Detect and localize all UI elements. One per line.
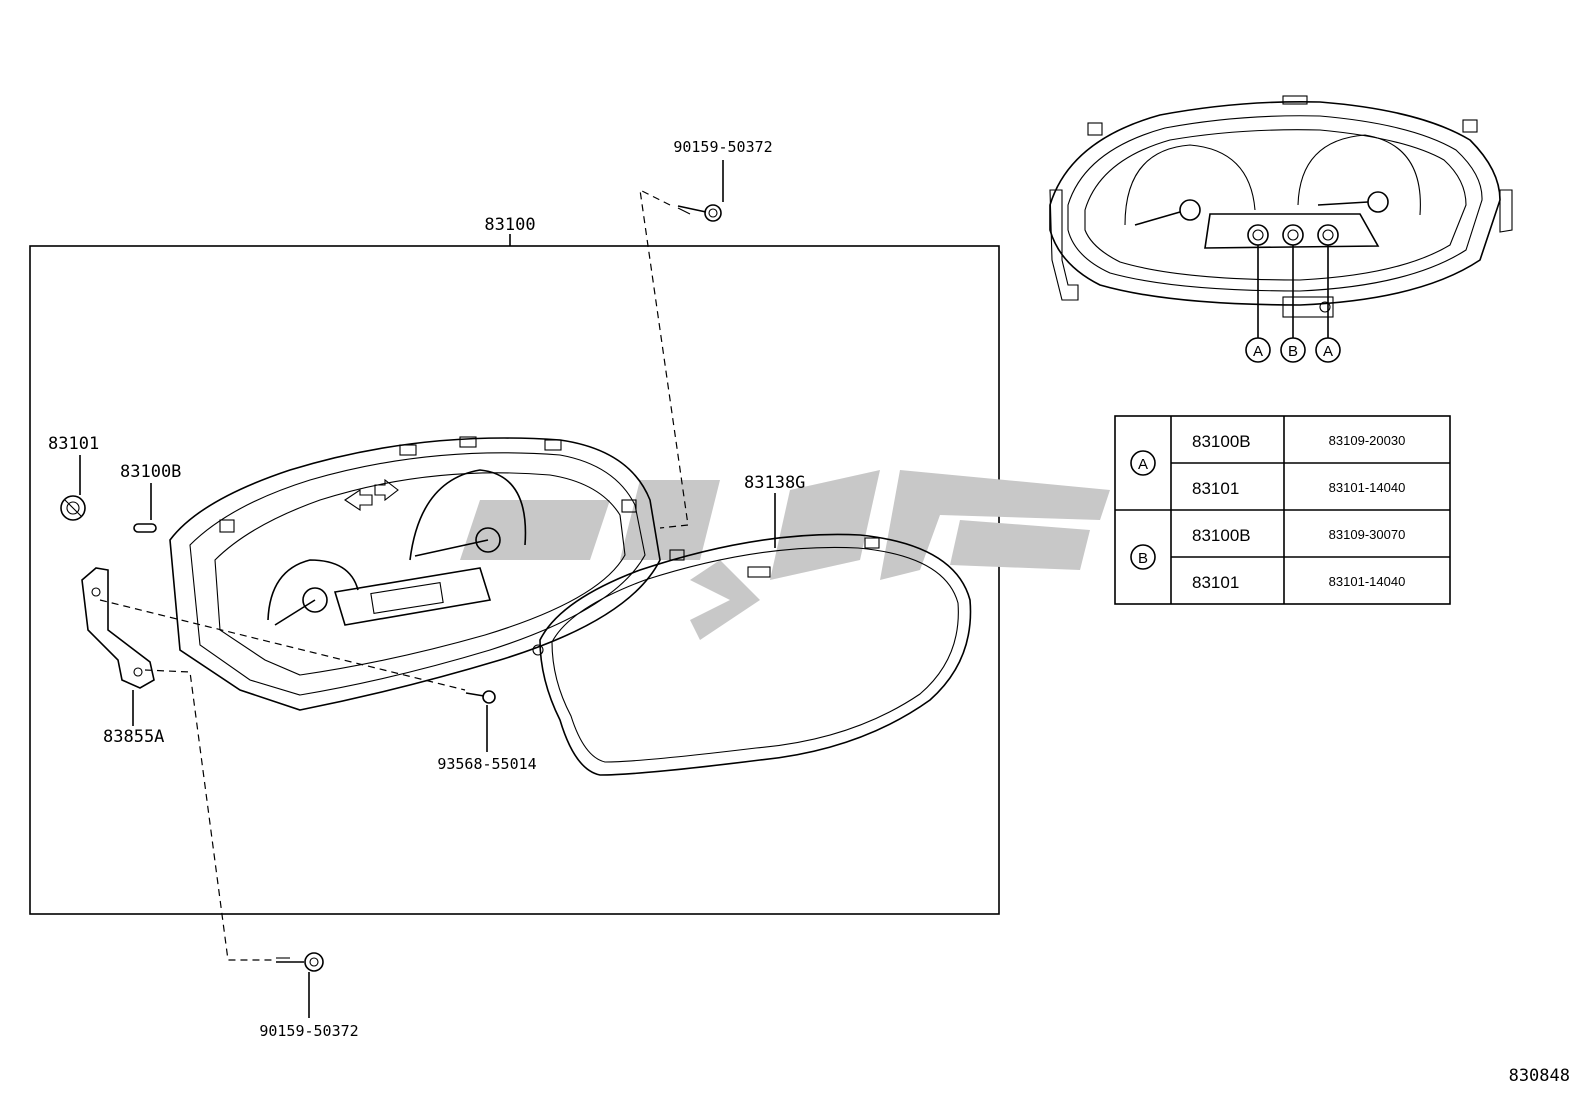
screw-bottom-icon [276, 952, 324, 972]
assembly-box [29, 245, 1000, 915]
screw-bottom-label: 90159-50372 [259, 1022, 358, 1040]
table-marker-a: A [1138, 456, 1148, 473]
table-marker-circle-b [1130, 544, 1156, 570]
assembly-box-label: 83100 [484, 215, 535, 235]
bracket-icon [81, 567, 155, 689]
bracket-label: 83855A [103, 727, 164, 747]
screw-top-icon [677, 204, 722, 222]
table-number-b2: 83101-14040 [1329, 574, 1406, 589]
table-marker-circle-a [1130, 450, 1156, 476]
screw-top-label: 90159-50372 [673, 138, 772, 156]
lens-label: 83138G [744, 473, 805, 493]
bulb-socket-label: 83101 [48, 434, 99, 454]
marker-circle-3 [1315, 337, 1341, 363]
marker-label-3: A [1323, 343, 1333, 360]
table-part-b2: 83101 [1192, 573, 1239, 592]
table-number-a2: 83101-14040 [1329, 480, 1406, 495]
lens-icon [532, 533, 972, 776]
bracket-dash-upper [99, 599, 466, 691]
small-screw-label: 93568-55014 [437, 755, 536, 773]
marker-label-2: B [1288, 343, 1298, 360]
table-number-a1: 83109-20030 [1329, 433, 1406, 448]
table-part-b1: 83100B [1192, 526, 1251, 545]
table-marker-b: B [1138, 550, 1148, 567]
meter-rear-view-icon [1049, 95, 1513, 318]
reference-table: A B 83100B 83109-20030 83101 83101-14040… [1114, 415, 1451, 605]
table-part-a1: 83100B [1192, 432, 1251, 451]
bulb-socket-icon [60, 495, 86, 521]
meter-body-icon [169, 436, 661, 711]
bracket-dash-lower [144, 669, 275, 961]
marker-circle-1 [1245, 337, 1271, 363]
bulb-label: 83100B [120, 462, 181, 482]
screw-top-dash [639, 188, 689, 529]
drawing-number: 830848 [1509, 1066, 1570, 1086]
table-part-a2: 83101 [1192, 479, 1239, 498]
table-number-b1: 83109-30070 [1329, 527, 1406, 542]
bulb-icon [133, 523, 157, 533]
watermark-logo [460, 470, 1110, 640]
marker-circle-2 [1280, 337, 1306, 363]
small-screw-icon [465, 690, 496, 704]
marker-label-1: A [1253, 343, 1263, 360]
